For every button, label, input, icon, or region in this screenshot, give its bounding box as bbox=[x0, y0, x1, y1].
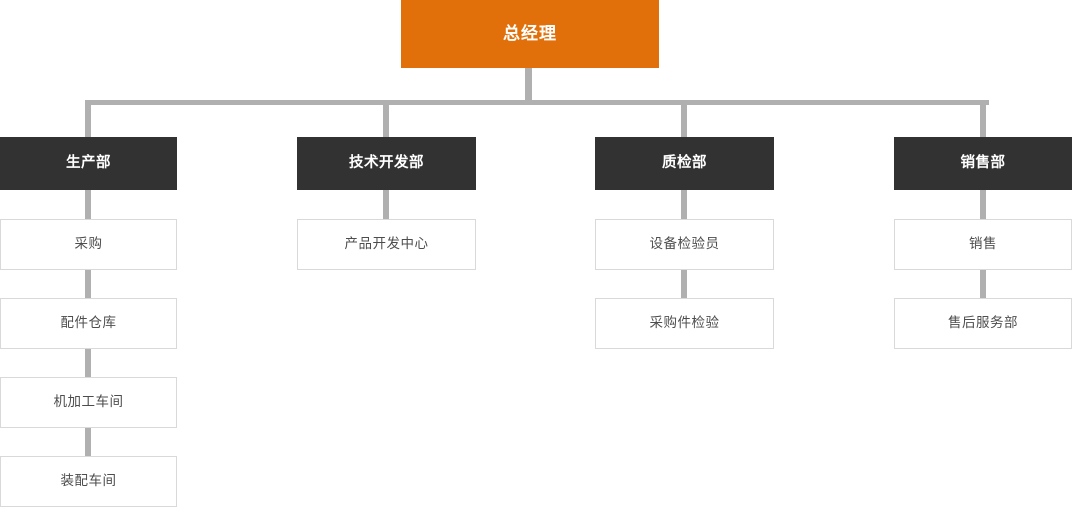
connector-horizontal-bus bbox=[85, 100, 989, 105]
connector-bus-to-dept-3 bbox=[681, 100, 687, 138]
node-sub-sales[interactable]: 销售 bbox=[894, 219, 1072, 270]
node-sub-parts-warehouse-label: 配件仓库 bbox=[60, 315, 117, 331]
connector-root-stem bbox=[525, 68, 532, 103]
connector-c1-2-to-c1-3 bbox=[85, 348, 91, 378]
node-department-production[interactable]: 生产部 bbox=[0, 137, 177, 190]
node-sub-product-development-center[interactable]: 产品开发中心 bbox=[297, 219, 476, 270]
node-sub-parts-warehouse[interactable]: 配件仓库 bbox=[0, 298, 177, 349]
node-root-general-manager[interactable]: 总经理 bbox=[401, 0, 659, 68]
connector-bus-to-dept-4 bbox=[980, 100, 986, 138]
connector-dept-4-to-c4-1 bbox=[980, 190, 986, 220]
connector-bus-to-dept-1 bbox=[85, 100, 91, 138]
node-department-tech-development-label: 技术开发部 bbox=[349, 154, 424, 171]
node-sub-procurement[interactable]: 采购 bbox=[0, 219, 177, 270]
node-sub-assembly-workshop[interactable]: 装配车间 bbox=[0, 456, 177, 507]
node-department-sales-label: 销售部 bbox=[960, 154, 1006, 171]
node-sub-after-sales-service[interactable]: 售后服务部 bbox=[894, 298, 1072, 349]
node-sub-equipment-inspector[interactable]: 设备检验员 bbox=[595, 219, 774, 270]
node-sub-sales-label: 销售 bbox=[969, 236, 997, 252]
node-department-production-label: 生产部 bbox=[66, 154, 111, 171]
node-sub-equipment-inspector-label: 设备检验员 bbox=[649, 236, 720, 252]
connector-dept-3-to-c3-1 bbox=[681, 190, 687, 220]
node-root-label: 总经理 bbox=[503, 23, 557, 43]
node-sub-product-development-center-label: 产品开发中心 bbox=[344, 236, 429, 252]
node-sub-purchased-parts-inspection[interactable]: 采购件检验 bbox=[595, 298, 774, 349]
connector-c3-1-to-c3-2 bbox=[681, 269, 687, 299]
connector-bus-to-dept-2 bbox=[383, 100, 389, 138]
node-department-tech-development[interactable]: 技术开发部 bbox=[297, 137, 476, 190]
node-sub-purchased-parts-inspection-label: 采购件检验 bbox=[649, 315, 720, 331]
node-sub-after-sales-service-label: 售后服务部 bbox=[948, 315, 1018, 331]
node-sub-assembly-workshop-label: 装配车间 bbox=[60, 473, 117, 489]
connector-dept-2-to-c2-1 bbox=[383, 190, 389, 220]
node-sub-machining-workshop[interactable]: 机加工车间 bbox=[0, 377, 177, 428]
connector-dept-1-to-c1-1 bbox=[85, 190, 91, 220]
node-sub-machining-workshop-label: 机加工车间 bbox=[53, 394, 124, 410]
connector-c1-3-to-c1-4 bbox=[85, 427, 91, 457]
node-department-quality-inspection-label: 质检部 bbox=[662, 154, 707, 171]
node-department-quality-inspection[interactable]: 质检部 bbox=[595, 137, 774, 190]
connector-c1-1-to-c1-2 bbox=[85, 269, 91, 299]
connector-c4-1-to-c4-2 bbox=[980, 269, 986, 299]
node-sub-procurement-label: 采购 bbox=[74, 236, 103, 252]
node-department-sales[interactable]: 销售部 bbox=[894, 137, 1072, 190]
